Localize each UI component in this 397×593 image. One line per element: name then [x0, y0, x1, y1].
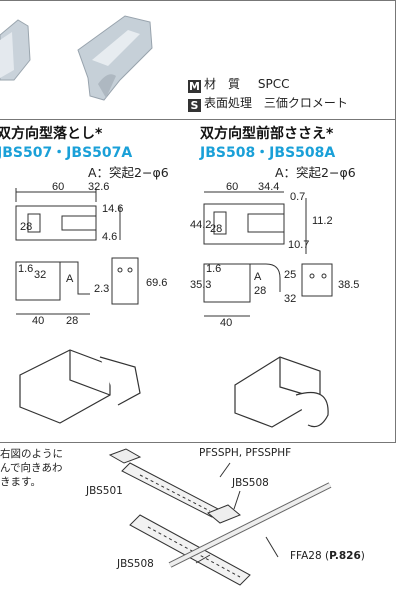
- left-side-view: [15, 261, 61, 301]
- material-value: SPCC: [257, 77, 290, 91]
- dim-right-6: 10.7: [288, 239, 309, 251]
- left-end-view: [111, 257, 139, 305]
- dim-right-3: 44.2: [190, 219, 211, 231]
- dim-right-12: 32: [284, 293, 296, 305]
- dim-left-1: 32.6: [88, 181, 109, 193]
- drawing-left: 60 32.6 14.6 28 4.6 1.6 32 A 2.3 69.6 40…: [15, 181, 167, 327]
- surface-mark: S: [188, 99, 201, 112]
- caption-line-1: 右図のように: [0, 448, 63, 460]
- product-right-codes: JBS508・JBS508A: [200, 145, 336, 161]
- dim-left-8: 2.3: [94, 283, 109, 295]
- photo-part-left: [0, 19, 31, 81]
- label-pfsp: PFSSPH, PFSSPHF: [199, 447, 292, 459]
- bottom-caption: 右図のように んで向きあわ きます。: [0, 447, 63, 489]
- iso-left: [19, 349, 141, 424]
- ffa-prefix: FFA28 (: [290, 550, 330, 562]
- dim-left-7: A: [66, 273, 74, 285]
- photo-row: [0, 0, 396, 120]
- label-jbs508-lower: JBS508: [117, 558, 154, 570]
- dim-right-5: 11.2: [312, 215, 333, 227]
- dim-left-3: 28: [20, 221, 32, 233]
- label-ffa28: FFA28 (P.826): [290, 550, 365, 562]
- catalog-frame: [0, 0, 396, 443]
- dim-right-11: 25: [284, 269, 296, 281]
- dim-left-10: 40: [32, 315, 44, 327]
- product-left-codes: JBS507・JBS507A: [0, 145, 133, 161]
- product-right-note: A：突起2−φ6: [275, 165, 356, 180]
- photo-part-right: [77, 15, 153, 101]
- label-jbs508-upper: JBS508: [232, 477, 269, 489]
- right-side-view: [203, 263, 251, 303]
- ffa-page-link[interactable]: P.826: [329, 550, 361, 562]
- ffa-suffix: ): [360, 550, 365, 562]
- dim-right-9: A: [254, 271, 262, 283]
- dim-right-8: 35.3: [190, 279, 211, 291]
- dim-right-7: 1.6: [206, 263, 221, 275]
- product-photos: [0, 15, 153, 101]
- surface-label: 表面処理: [204, 96, 253, 110]
- dim-left-6: 32: [34, 269, 46, 281]
- dim-right-10: 28: [254, 285, 266, 297]
- dim-right-13: 38.5: [338, 279, 359, 291]
- label-jbs501: JBS501: [86, 485, 123, 497]
- dim-right-14: 40: [220, 317, 232, 329]
- dim-right-1: 34.4: [258, 181, 279, 193]
- material-label: 材 質: [204, 77, 241, 91]
- dim-left-5: 1.6: [18, 263, 33, 275]
- dim-left-11: 28: [66, 315, 78, 327]
- product-left-title: 双方向型落とし*: [0, 126, 103, 142]
- product-right-title: 双方向型前部ささえ*: [200, 126, 334, 142]
- drawing-right: 60 34.4 0.7 44.2 28 11.2 10.7 1.6 35.3 A…: [190, 181, 359, 329]
- caption-line-2: んで向きあわ: [0, 462, 63, 474]
- material-mark: M: [188, 80, 201, 93]
- iso-right: [234, 356, 329, 428]
- caption-line-3: きます。: [0, 476, 41, 488]
- dim-left-4: 4.6: [102, 231, 117, 243]
- dim-right-0: 60: [226, 181, 238, 193]
- right-end-view: [301, 263, 333, 297]
- product-left-note: A：突起2−φ6: [88, 165, 169, 180]
- surface-value: 三価クロメート: [263, 96, 348, 110]
- dim-left-0: 60: [52, 181, 64, 193]
- dim-right-4: 28: [210, 223, 222, 235]
- assembly-illustration: [108, 448, 332, 586]
- dim-left-9: 69.6: [146, 277, 167, 289]
- iso-sketches: [19, 349, 329, 428]
- dim-right-2: 0.7: [290, 191, 305, 203]
- dim-left-2: 14.6: [102, 203, 123, 215]
